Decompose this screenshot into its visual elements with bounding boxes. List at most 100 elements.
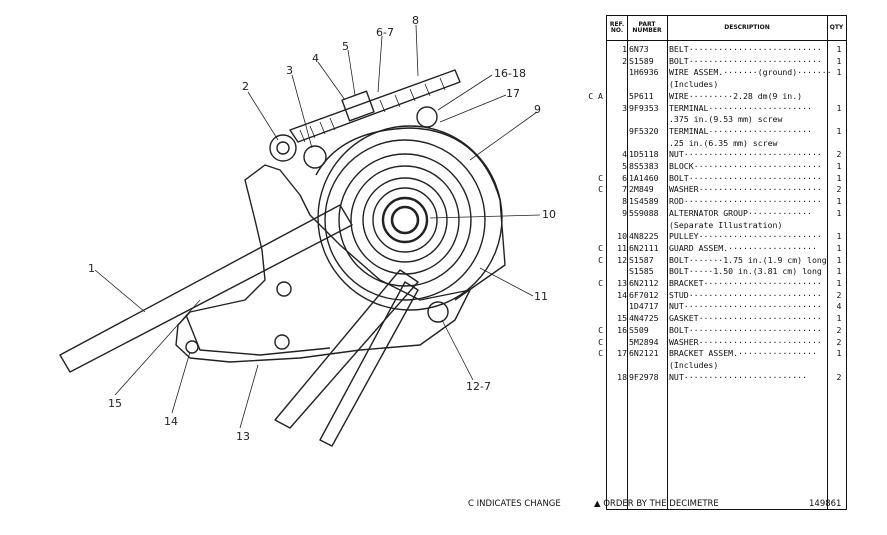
nut-3 — [303, 145, 327, 169]
change-indicator: C — [598, 172, 603, 183]
callout-10: 10 — [542, 208, 556, 221]
callout-3: 3 — [286, 64, 293, 77]
description: BRACKET ASSEM.················ — [669, 348, 817, 359]
part-number: 9F2978 — [629, 371, 659, 382]
callout-14: 14 — [164, 415, 178, 428]
callout-12-7: 12-7 — [466, 380, 491, 393]
change-indicator: C — [598, 254, 603, 265]
part-number: 5S9088 — [629, 207, 659, 218]
bracket-bolt-hole-1 — [276, 281, 292, 297]
col-divider-3 — [827, 16, 828, 509]
description: BRACKET························ — [669, 278, 822, 288]
quantity: 1 — [836, 254, 842, 265]
quantity: 1 — [836, 55, 842, 66]
description: BLOCK·························· — [669, 161, 822, 171]
ref-number: 1 — [622, 44, 627, 54]
quantity: 1 — [836, 161, 842, 171]
description: .375 in.(9.53 mm) screw — [669, 114, 783, 125]
part-number: 2M849 — [629, 184, 654, 195]
table-row: S1585 BOLT·····1.50 in.(3.81 cm) long 1 — [607, 265, 848, 277]
description: BOLT·····1.50 in.(3.81 cm) long — [669, 266, 822, 277]
table-row: (Separate Illustration) — [607, 219, 848, 231]
ref-number: 18 — [617, 371, 627, 382]
quantity: 1 — [836, 231, 842, 242]
bracket-body — [175, 164, 471, 363]
description: ROD···························· — [669, 196, 822, 207]
change-indicator: C — [598, 184, 603, 195]
ref-number: 11 — [617, 242, 627, 253]
order-note: ▲ ORDER BY THE DECIMETRE — [594, 499, 719, 509]
description: ALTERNATOR GROUP············· — [669, 207, 812, 218]
part-number: 1S4589 — [629, 196, 659, 207]
description: TERMINAL····················· — [669, 102, 812, 113]
callout-16-18: 16-18 — [494, 67, 526, 80]
bracket-bolt-hole-2 — [274, 334, 290, 350]
header-part: PART NUMBER — [627, 16, 667, 41]
description: STUD··························· — [669, 289, 822, 300]
quantity: 1 — [836, 196, 842, 207]
ref-number: 6 — [622, 172, 627, 183]
table-row: .375 in.(9.53 mm) screw — [607, 113, 848, 125]
table-row: (Includes) — [607, 359, 848, 371]
quantity: 2 — [836, 371, 842, 382]
part-number: 6N73 — [629, 44, 649, 54]
callout-8: 8 — [412, 14, 419, 27]
description: WIRE·········2.28 dm(9 in.) — [669, 90, 803, 101]
ref-number: 5 — [622, 161, 627, 171]
part-number: 4N8225 — [629, 231, 659, 242]
description: WASHER························· — [669, 184, 822, 195]
part-number: 6N2112 — [629, 278, 659, 288]
part-number: 5M2894 — [629, 336, 659, 347]
belt-strand-upper — [59, 204, 353, 373]
part-number: S1585 — [629, 266, 654, 277]
bracket-ear-17 — [416, 106, 438, 128]
header-ref: REF. NO. — [607, 16, 627, 41]
description: BELT··························· — [669, 44, 822, 54]
quantity: 2 — [836, 184, 842, 195]
bolt-head-2-inner — [276, 141, 290, 155]
quantity: 2 — [836, 336, 842, 347]
quantity: 2 — [836, 289, 842, 300]
quantity: 1 — [836, 44, 842, 54]
rod-threads — [299, 77, 446, 143]
part-number: 9F9353 — [629, 102, 659, 113]
ref-number: 12 — [617, 254, 627, 265]
ref-number: 7 — [622, 184, 627, 195]
quantity: 1 — [836, 172, 842, 183]
parts-diagram: 1 2 3 4 5 6-7 8 16-18 17 9 10 11 12-7 13… — [59, 14, 556, 447]
quantity: 2 — [836, 324, 842, 335]
quantity: 4 — [836, 301, 842, 312]
adjusting-rod — [289, 69, 461, 143]
quantity: 1 — [836, 266, 842, 277]
block — [341, 90, 375, 122]
part-number: S1587 — [629, 254, 654, 265]
quantity: 1 — [836, 207, 842, 218]
callout-17: 17 — [506, 87, 520, 100]
part-number: 1A1460 — [629, 172, 659, 183]
quantity: 2 — [836, 149, 842, 160]
description: GASKET························· — [669, 313, 822, 324]
header-qty: QTY — [827, 16, 846, 41]
belt-strand-lower — [274, 269, 419, 429]
callout-15: 15 — [108, 397, 122, 410]
description: WASHER························· — [669, 336, 822, 347]
callout-4: 4 — [312, 52, 319, 65]
col-divider-1 — [627, 16, 628, 509]
ref-number: 17 — [617, 348, 627, 359]
ref-number: 9 — [622, 207, 627, 218]
pulley-hub — [381, 196, 429, 244]
